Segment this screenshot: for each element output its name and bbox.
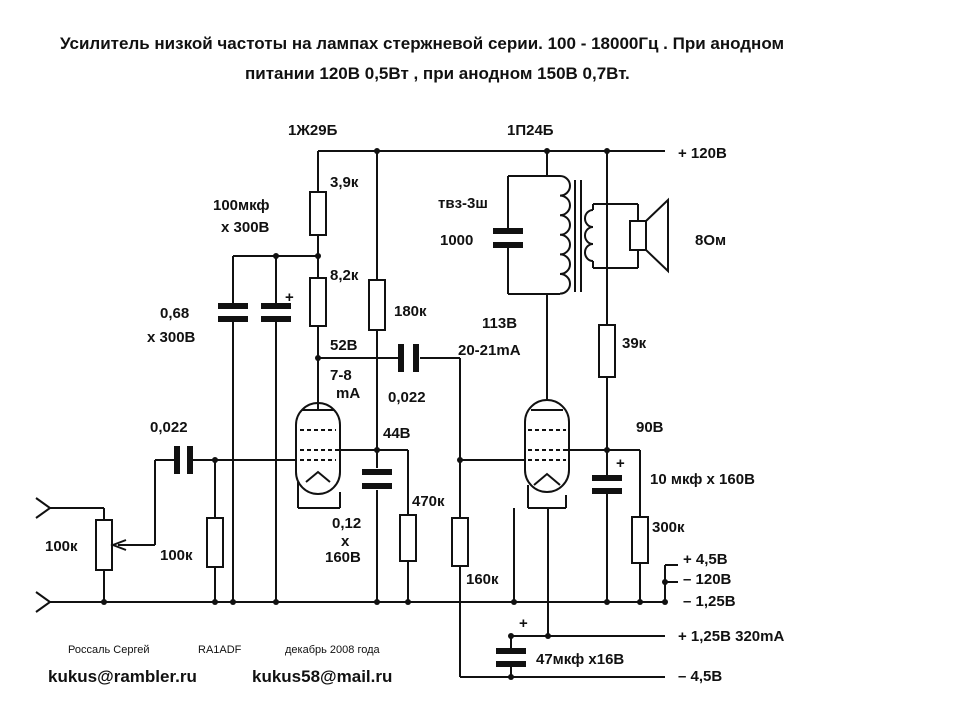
capacitor-1000-label: 1000 bbox=[440, 232, 473, 249]
voltage-52v-label: 52В bbox=[330, 337, 358, 354]
capacitor-input-label: 0,022 bbox=[150, 419, 188, 436]
capacitor-012-label-1: 0,12 bbox=[332, 515, 361, 532]
voltage-44v-label: 44В bbox=[383, 425, 411, 442]
capacitor-10u-label: 10 мкф х 160В bbox=[650, 471, 755, 488]
resistor-8-2k bbox=[309, 277, 327, 327]
polarity-plus-47u: + bbox=[519, 615, 528, 632]
tube-label-1zh29b: 1Ж29Б bbox=[288, 122, 338, 139]
capacitor-068-label-2: х 300В bbox=[147, 329, 196, 346]
junction-dots bbox=[101, 148, 668, 680]
polarity-plus-10u: + bbox=[616, 455, 625, 472]
resistor-180k-label: 180к bbox=[394, 303, 427, 320]
capacitor-100u-label-1: 100мкф bbox=[213, 197, 270, 214]
voltage-90v-label: 90В bbox=[636, 419, 664, 436]
title-line-1: Усилитель низкой частоты на лампах стерж… bbox=[60, 34, 784, 53]
speaker-icon bbox=[629, 197, 669, 274]
input-terminals bbox=[35, 497, 52, 613]
rail-plus-4-5v: + 4,5В bbox=[683, 551, 728, 568]
capacitor-47u-label: 47мкф х16В bbox=[536, 651, 624, 668]
polarity-plus-100u: + bbox=[285, 289, 294, 306]
resistor-3-9k bbox=[309, 191, 327, 236]
capacitors bbox=[174, 228, 622, 667]
title-line-2: питании 120В 0,5Вт , при анодном 150В 0,… bbox=[245, 64, 630, 83]
resistor-160k bbox=[451, 517, 469, 567]
resistor-100k bbox=[206, 517, 224, 568]
resistor-3-9k-label: 3,9к bbox=[330, 174, 359, 191]
capacitor-068-label-1: 0,68 bbox=[160, 305, 189, 322]
resistor-160k-label: 160к bbox=[466, 571, 499, 588]
resistor-180k bbox=[368, 279, 386, 331]
potentiometer-100k bbox=[95, 519, 113, 571]
voltage-113v-label: 113В bbox=[482, 315, 517, 332]
output-transformer bbox=[547, 175, 638, 295]
rail-minus-1-25v: – 1,25В bbox=[683, 593, 736, 610]
tube-1zh29b-icon bbox=[295, 402, 341, 495]
resistor-100k-label: 100к bbox=[160, 547, 193, 564]
credit-author: Россаль Сергей bbox=[68, 644, 150, 656]
credit-email-rambler: kukus@rambler.ru bbox=[48, 667, 197, 686]
tube-label-1p24b: 1П24Б bbox=[507, 122, 554, 139]
rail-minus-4-5v: – 4,5В bbox=[678, 668, 722, 685]
capacitor-012-label-3: 160В bbox=[325, 549, 361, 566]
potentiometer-wiper-arrow bbox=[110, 539, 127, 551]
capacitor-coupling-label: 0,022 bbox=[388, 389, 426, 406]
credit-email-mail: kukus58@mail.ru bbox=[252, 667, 392, 686]
current-20-21ma-label: 20-21mA bbox=[458, 342, 521, 359]
capacitor-012-label-2: х bbox=[341, 533, 350, 550]
current-ma-label: mA bbox=[336, 385, 360, 402]
rail-plus-1-25v-320ma: + 1,25В 320mA bbox=[678, 628, 784, 645]
potentiometer-100k-label: 100к bbox=[45, 538, 78, 555]
resistor-300k bbox=[631, 516, 649, 564]
tube-1p24b-icon bbox=[524, 399, 570, 493]
resistor-470k-label: 470к bbox=[412, 493, 445, 510]
resistor-8-2k-label: 8,2к bbox=[330, 267, 359, 284]
credit-date: декабрь 2008 года bbox=[285, 644, 381, 656]
rail-plus-120v: + 120В bbox=[678, 145, 727, 162]
current-7-8-label: 7-8 bbox=[330, 367, 352, 384]
resistor-300k-label: 300к bbox=[652, 519, 685, 536]
resistor-39k bbox=[598, 324, 616, 378]
wires bbox=[50, 150, 678, 678]
resistors bbox=[95, 191, 649, 571]
speaker-label: 8Ом bbox=[695, 232, 726, 249]
rail-minus-120v: – 120В bbox=[683, 571, 732, 588]
resistor-470k bbox=[399, 514, 417, 562]
capacitor-100u-label-2: х 300В bbox=[221, 219, 270, 236]
credit-callsign: RA1ADF bbox=[198, 644, 242, 656]
transformer-label: твз-3ш bbox=[438, 195, 488, 212]
resistor-39k-label: 39к bbox=[622, 335, 647, 352]
